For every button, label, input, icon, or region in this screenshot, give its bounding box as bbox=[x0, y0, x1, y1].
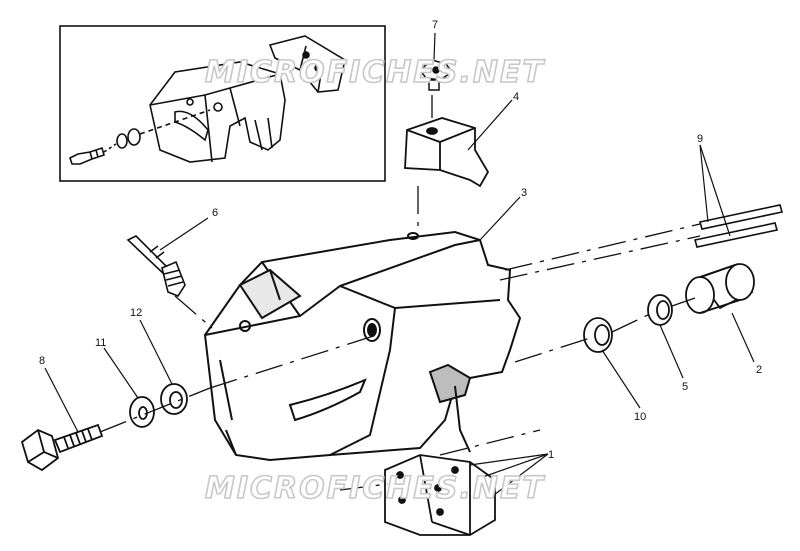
callout-1: 1 bbox=[548, 449, 554, 461]
assembly-centerlines bbox=[99, 95, 701, 491]
callout-11: 11 bbox=[95, 337, 106, 349]
inset-assembly-view bbox=[59, 25, 386, 182]
fitting-part-6 bbox=[126, 235, 186, 297]
watermark-bottom: MICROFICHES.NET bbox=[205, 471, 546, 506]
bushing-part-2 bbox=[685, 263, 755, 314]
leader-lines bbox=[44, 32, 755, 499]
callout-10: 10 bbox=[634, 411, 646, 423]
callout-12: 12 bbox=[130, 307, 142, 319]
callout-9: 9 bbox=[697, 133, 703, 145]
washer-part-11 bbox=[129, 396, 155, 428]
spacer-part-5 bbox=[647, 294, 673, 326]
bolt-part-8 bbox=[20, 423, 104, 472]
housing-part-3 bbox=[203, 230, 522, 462]
callout-6: 6 bbox=[212, 207, 218, 219]
bracket-part-1 bbox=[384, 454, 496, 536]
spacer-part-10 bbox=[583, 317, 613, 353]
washer-part-12 bbox=[160, 383, 188, 415]
watermark-top: MICROFICHES.NET bbox=[205, 55, 546, 90]
callout-5: 5 bbox=[682, 381, 688, 393]
callout-3: 3 bbox=[521, 187, 527, 199]
callout-8: 8 bbox=[39, 355, 45, 367]
callout-4: 4 bbox=[513, 91, 519, 103]
fastener-part-7 bbox=[418, 59, 454, 91]
pins-part-9 bbox=[693, 204, 784, 248]
bracket-part-4 bbox=[404, 117, 490, 188]
callout-7: 7 bbox=[432, 19, 438, 31]
callout-2: 2 bbox=[756, 364, 762, 376]
